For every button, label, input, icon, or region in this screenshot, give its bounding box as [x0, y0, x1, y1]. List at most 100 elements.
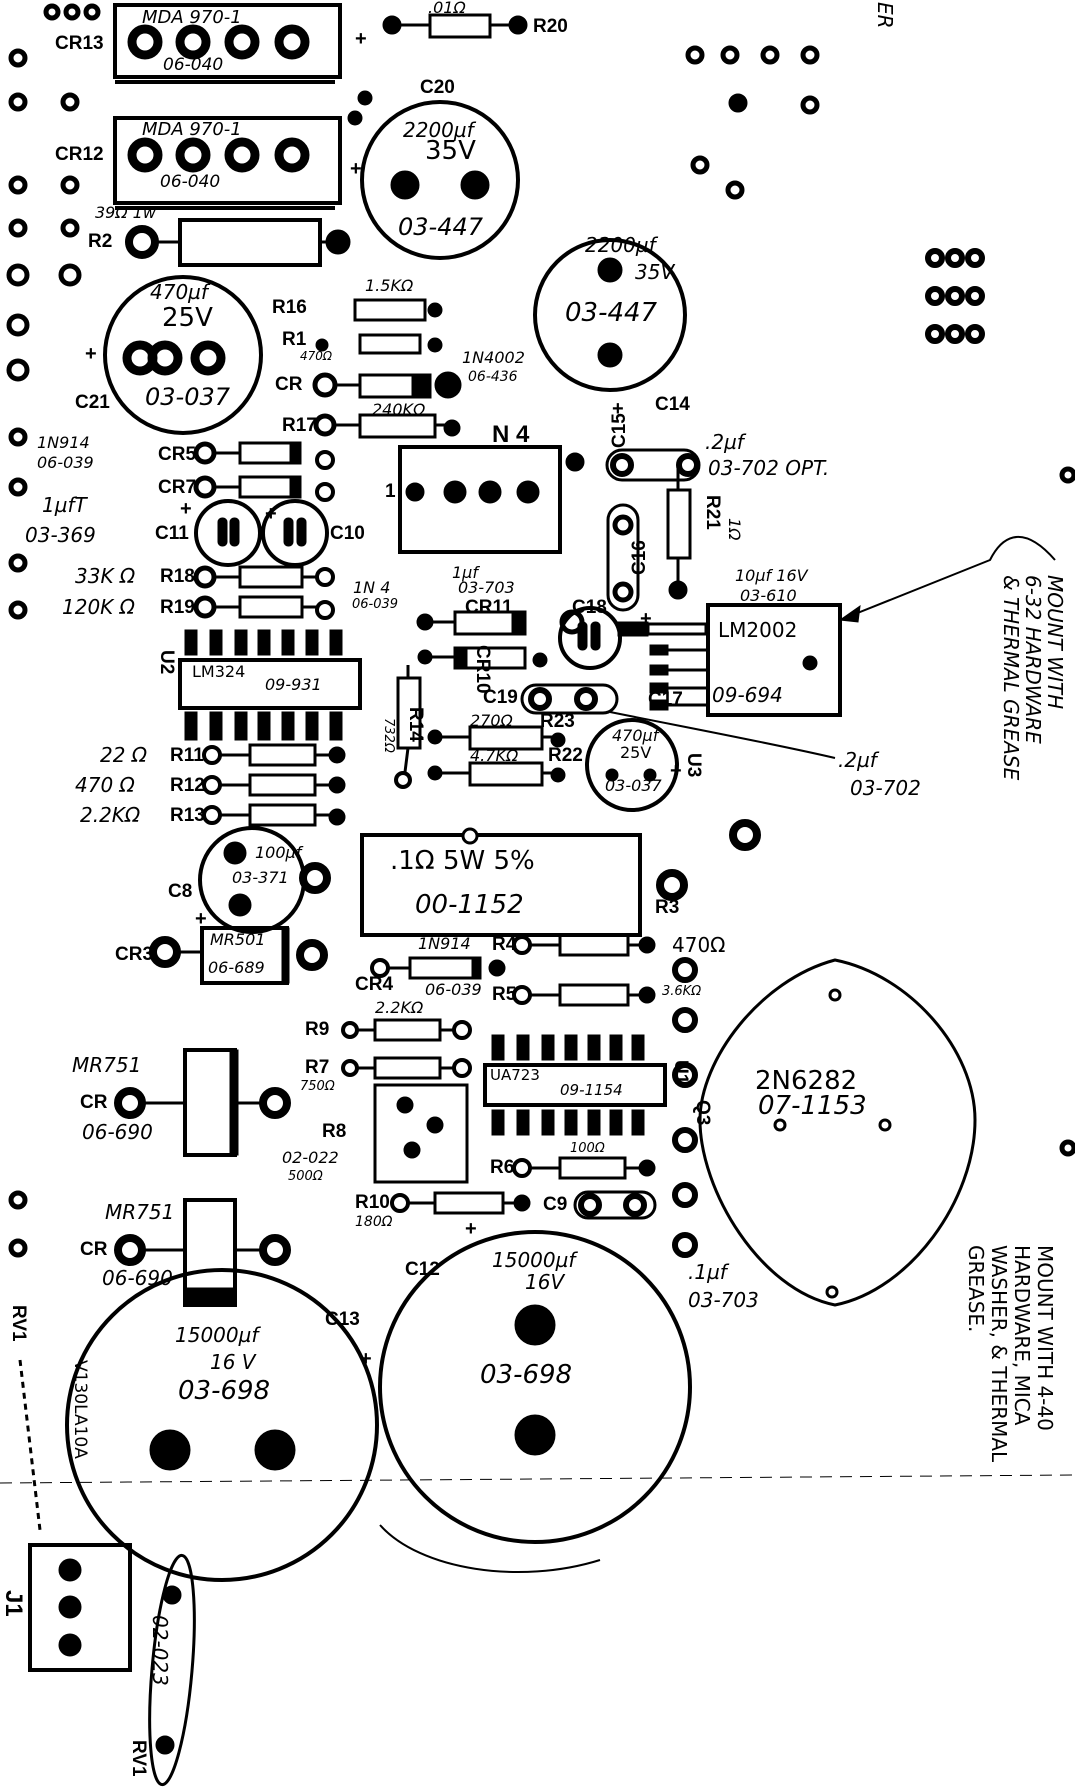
- label-v130la10a: V130LA10A: [70, 1360, 90, 1459]
- label-1uft-num: 03-369: [25, 523, 96, 547]
- label-mr501: MR501: [210, 930, 266, 949]
- resistor-r18: [193, 565, 335, 589]
- varistor-rv1: [148, 1553, 196, 1787]
- label-r8: R8: [322, 1121, 347, 1142]
- trimmer-r8: [373, 1083, 469, 1184]
- label-q3: Q3: [692, 1100, 713, 1126]
- svg-text:+: +: [355, 28, 367, 50]
- label-c12-cap: 15000µf: [492, 1248, 576, 1272]
- label-1n914-a: 1N914: [37, 433, 90, 452]
- label-u1: U1: [670, 1060, 691, 1085]
- resistor-r11: [202, 743, 346, 767]
- label-top-right-fragment: ER: [873, 2, 897, 29]
- label-c13-cap: 15000µf: [175, 1323, 259, 1347]
- svg-text:+: +: [612, 398, 624, 420]
- label-cr11-value: 1µf: [452, 563, 478, 582]
- label-r17-value: 240KΩ: [372, 400, 426, 419]
- resistor-r2: [125, 218, 351, 267]
- label-1n914-a-num: 06-039: [37, 453, 94, 472]
- label-cr11-num: 03-703: [458, 578, 515, 597]
- diode-cr10: [417, 646, 548, 670]
- resistor-r14: [394, 665, 422, 789]
- label-r7-value: 750Ω: [300, 1079, 335, 1094]
- header-pads-3x3: [925, 248, 985, 344]
- label-r20-value: .01Ω: [428, 0, 466, 17]
- label-mda2-num: 06-040: [160, 172, 221, 192]
- label-r4-value: 470Ω: [672, 933, 726, 957]
- capacitor-c8: [198, 826, 331, 934]
- svg-text:+: +: [465, 1218, 477, 1240]
- label-r14-value: 732Ω: [381, 718, 396, 753]
- svg-text:+: +: [350, 158, 362, 180]
- resistor-r7: [341, 1056, 472, 1080]
- label-r8-value: 500Ω: [288, 1169, 323, 1184]
- diode-mr751-b: [114, 1198, 291, 1307]
- label-pin1: 1: [385, 481, 396, 502]
- label-c21-voltage: 25V: [162, 303, 213, 333]
- label-r1-value: 470Ω: [300, 349, 333, 363]
- label-r10-value: 180Ω: [355, 1214, 393, 1230]
- label-r6: R6: [490, 1157, 515, 1178]
- capacitor-c10: [261, 499, 329, 567]
- label-c17-num: 03-037: [605, 776, 662, 795]
- label-cr5: CR5: [158, 444, 197, 465]
- capacitor-c18: [558, 606, 622, 670]
- label-c20-cap: 2200µf: [403, 118, 474, 142]
- label-mount-b-line4: GREASE.: [964, 1245, 988, 1333]
- label-c8-num: 03-371: [232, 868, 289, 887]
- resistor-r6: [512, 1156, 656, 1180]
- capacitor-c12: [378, 1230, 692, 1544]
- label-c18: C18: [572, 597, 607, 618]
- label-r16: R16: [272, 297, 307, 318]
- label-1n4-num: 06-039: [352, 597, 399, 612]
- label-c9-value: .1µf: [688, 1260, 727, 1284]
- label-1n914-b-num: 06-039: [425, 980, 482, 999]
- label-c20-voltage: 35V: [425, 136, 476, 166]
- label-ua723: UA723: [490, 1066, 540, 1084]
- connector-j1: [28, 1543, 132, 1672]
- label-mount-b-line2: HARDWARE, MICA: [1010, 1245, 1034, 1426]
- resistor-r17: [313, 413, 461, 439]
- label-r3: R3: [655, 897, 680, 918]
- label-mount-line1: MOUNT WITH: [1043, 575, 1067, 710]
- label-r23-value: 270Ω: [470, 711, 513, 730]
- label-c12: C12: [405, 1259, 440, 1280]
- resistor-r9: [341, 1018, 472, 1042]
- label-c17-cap: 470µf: [612, 726, 659, 745]
- label-r6-value: 100Ω: [570, 1141, 605, 1156]
- label-mda1-part: MDA 970-1: [142, 7, 242, 28]
- label-c20: C20: [420, 77, 455, 98]
- svg-text:+: +: [265, 503, 277, 525]
- label-n4: N 4: [492, 421, 530, 448]
- label-c8-value: 100µf: [255, 843, 302, 862]
- label-cr7: CR7: [158, 477, 197, 498]
- label-1n4002-num: 06-436: [468, 369, 518, 385]
- resistor-r10: [390, 1191, 531, 1215]
- capacitor-c13: [65, 1268, 379, 1582]
- resistor-r19: [193, 595, 335, 620]
- label-mr751-a-num: 06-690: [82, 1120, 153, 1144]
- left-edge-pads: [6, 48, 1075, 1258]
- svg-text:+: +: [85, 343, 97, 365]
- label-r3-num: 00-1152: [415, 890, 524, 920]
- label-c2b-num: 03-447: [565, 298, 658, 328]
- label-c19-num: 03-702: [850, 776, 921, 800]
- resistor-r1: [315, 333, 443, 355]
- label-r1: R1: [282, 329, 307, 350]
- diode-cr4: [370, 956, 506, 980]
- label-c17-voltage: 25V: [620, 743, 652, 762]
- label-c18-num: 03-610: [740, 586, 797, 605]
- label-c8: C8: [168, 881, 193, 902]
- label-cr-a: CR: [80, 1092, 108, 1113]
- label-r18: R18: [160, 566, 195, 587]
- diode-cr7: [193, 475, 335, 502]
- label-c15-value: .2µf: [705, 430, 744, 454]
- label-r16-value: 1.5KΩ: [365, 276, 414, 295]
- label-r22-value: 4.7KΩ: [470, 746, 519, 765]
- label-r5: R5: [492, 984, 517, 1005]
- label-mount-line2: 6-32 HARDWARE: [1021, 575, 1045, 744]
- label-c14: C14: [655, 394, 690, 415]
- label-r4: R4: [492, 934, 517, 955]
- terminal-block-n4: [398, 445, 585, 554]
- label-r12: R12: [170, 775, 205, 796]
